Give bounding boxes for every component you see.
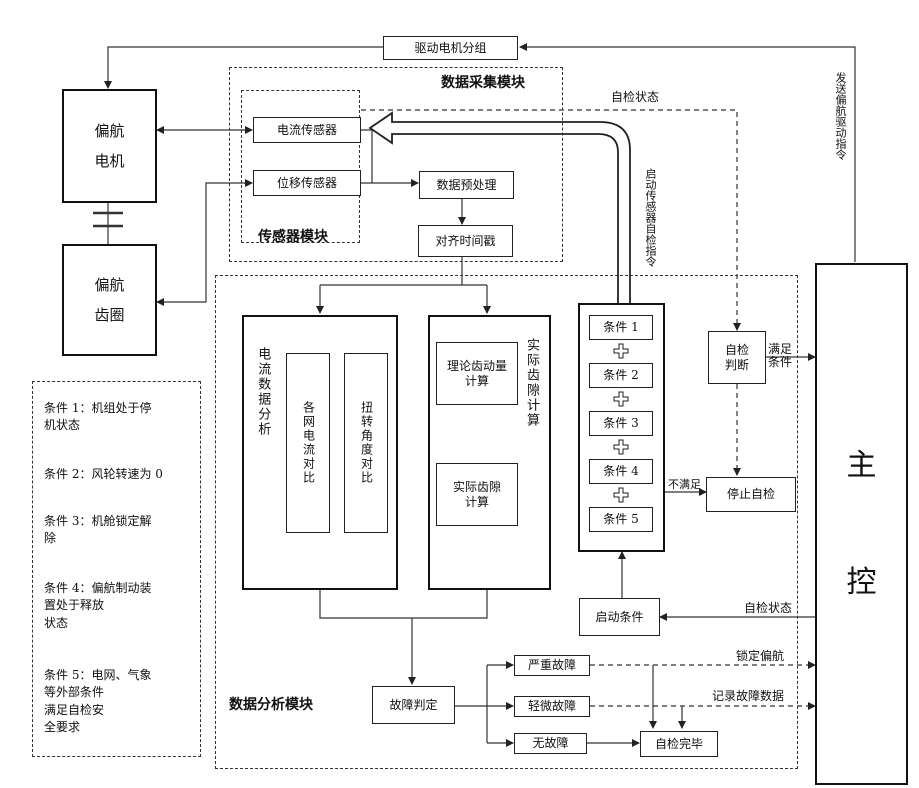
label-send-yaw-drive-cmd: 发送偏航驱动指令: [832, 72, 848, 160]
yaw-ring: 偏航 齿圈: [62, 244, 157, 356]
label-not-meet: 不满足: [668, 476, 701, 492]
legend-condition-2: 条件 2：风轮转速为 0: [44, 466, 163, 483]
self-check-done: 自检完毕: [640, 731, 718, 757]
main-control: 主 控: [815, 263, 908, 785]
minor-fault: 轻微故障: [514, 696, 590, 717]
label-self-check-status-bottom: 自检状态: [744, 599, 792, 616]
current-sensor: 电流传感器: [253, 117, 361, 143]
label-meets-condition: 满足 条件: [768, 343, 792, 369]
plus-icon: [613, 391, 629, 407]
sensor-module-title: 传感器模块: [258, 226, 328, 246]
legend-condition-4: 条件 4：偏航制动装 置处于释放 状态: [44, 580, 151, 632]
sensor-module-frame: [241, 90, 360, 243]
displacement-sensor: 位移传感器: [253, 170, 361, 196]
label-self-check-status-top: 自检状态: [611, 88, 659, 105]
theoretical-gap-calc: 理论齿动量计算: [436, 342, 518, 405]
grid-current-compare: 各网电流对比: [286, 353, 330, 533]
yaw-motor: 偏航 电机: [62, 89, 157, 203]
condition-3: 条件 3: [589, 411, 653, 436]
condition-1: 条件 1: [589, 315, 653, 340]
angle-compare: 扭转角度对比: [344, 353, 388, 533]
data-preprocessor: 数据预处理: [419, 171, 514, 199]
legend-condition-5: 条件 5：电网、气象 等外部条件 满足自检安 全要求: [44, 667, 151, 737]
label-lock-yaw: 锁定偏航: [736, 647, 784, 664]
plus-icon: [613, 487, 629, 503]
condition-2: 条件 2: [589, 363, 653, 388]
severe-fault: 严重故障: [514, 655, 590, 676]
current-analysis-title: 电流数据分析: [254, 347, 270, 437]
condition-5: 条件 5: [589, 507, 653, 532]
self-check-judge: 自检判断: [708, 331, 766, 384]
fault-judge: 故障判定: [372, 686, 455, 724]
stop-self-check: 停止自检: [706, 477, 796, 512]
actual-gap-calc: 实际齿隙计算: [436, 463, 518, 526]
actual-gap-title: 实际齿隙计算: [522, 338, 541, 428]
plus-icon: [613, 439, 629, 455]
legend-condition-1: 条件 1：机组处于停 机状态: [44, 400, 151, 435]
time-align: 对齐时间戳: [418, 225, 513, 257]
legend-condition-3: 条件 3：机舱锁定解 除: [44, 513, 151, 548]
start-condition: 启动条件: [579, 598, 660, 636]
label-record-fault-data: 记录故障数据: [712, 687, 784, 704]
condition-4: 条件 4: [589, 459, 653, 484]
no-fault: 无故障: [514, 733, 587, 754]
data-analysis-module-title: 数据分析模块: [229, 694, 313, 714]
label-start-sensor-self-check: 启动传感器自检指令: [642, 168, 658, 278]
data-collection-module-title: 数据采集模块: [441, 72, 525, 92]
drive-motor-group: 驱动电机分组: [383, 36, 518, 60]
plus-icon: [613, 343, 629, 359]
